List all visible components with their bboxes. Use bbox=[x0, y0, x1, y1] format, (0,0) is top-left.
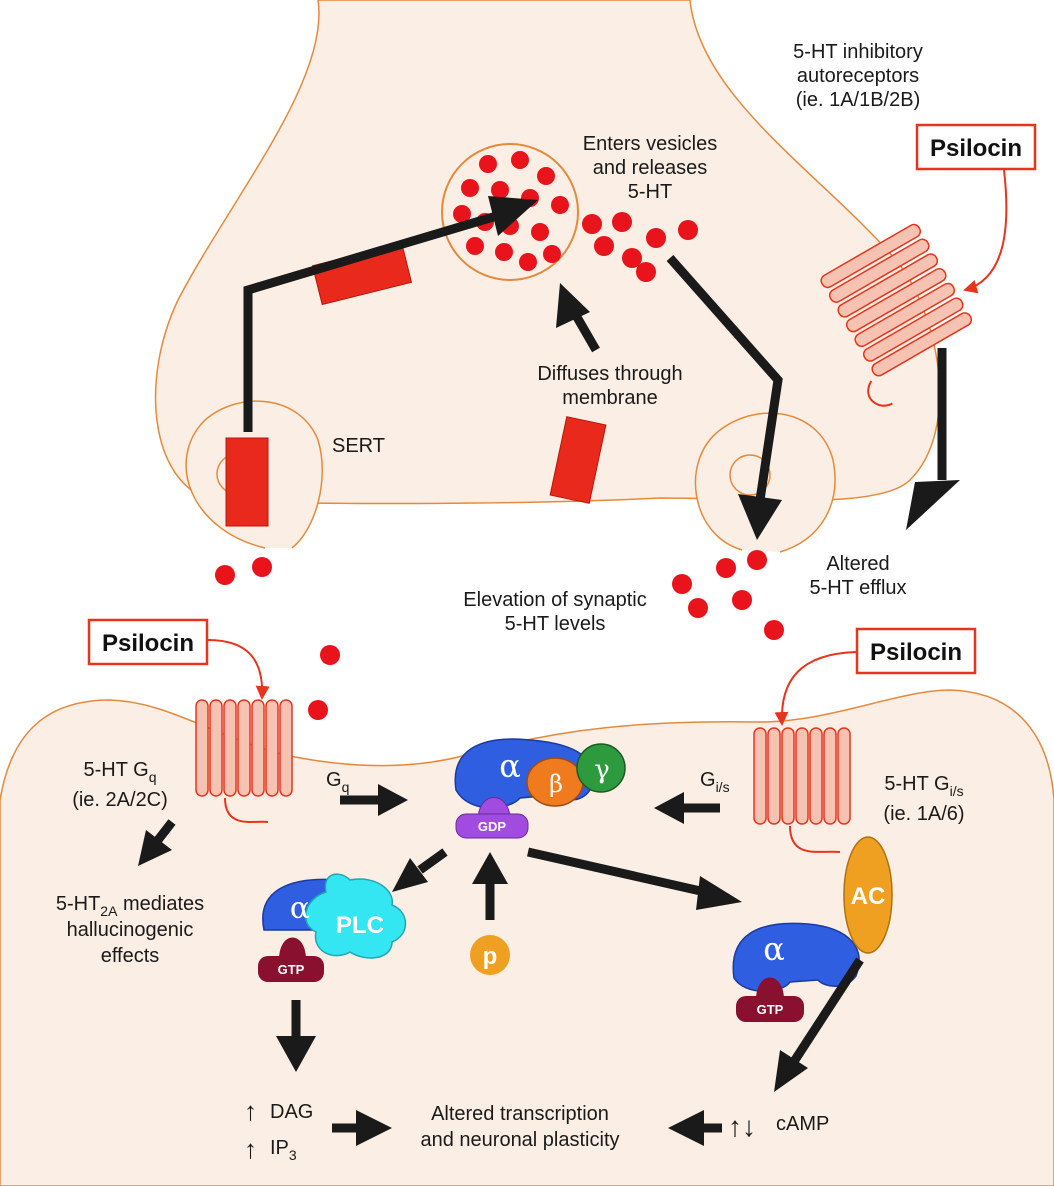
sert-transporter-pocket-left bbox=[185, 400, 323, 549]
hallucinogenic-line2: hallucinogenic bbox=[67, 919, 194, 941]
gamma-label: γ bbox=[594, 755, 610, 785]
ac-label: AC bbox=[851, 883, 886, 910]
label-dag-ip3: ↑ DAG ↑ IP3 bbox=[244, 1096, 313, 1164]
label-vesicles: Enters vesicles and releases 5-HT bbox=[583, 133, 718, 203]
hallucinogenic-line3: effects bbox=[101, 945, 160, 967]
vesicles-line1: Enters vesicles bbox=[583, 133, 718, 155]
ip3-main: IP bbox=[270, 1137, 289, 1159]
psilocin-label-top: Psilocin bbox=[930, 135, 1022, 162]
ip3-sub: 3 bbox=[289, 1147, 297, 1163]
inhibitory-autoreceptor bbox=[820, 223, 973, 407]
label-altered-efflux: Altered 5-HT efflux bbox=[809, 553, 906, 599]
label-transcription: Altered transcription and neuronal plast… bbox=[420, 1103, 619, 1151]
transcription-line2: and neuronal plasticity bbox=[420, 1129, 619, 1151]
autoreceptors-line3: (ie. 1A/1B/2B) bbox=[796, 89, 921, 111]
released-serotonin bbox=[582, 212, 698, 282]
altered-efflux-line1: Altered bbox=[826, 553, 889, 575]
label-gq-receptor: 5-HT Gq (ie. 2A/2C) bbox=[72, 759, 168, 811]
psilocin-arrow-top bbox=[963, 169, 1008, 294]
psilocin-arrow-left bbox=[207, 639, 270, 700]
camp-label: cAMP bbox=[776, 1113, 829, 1135]
label-camp: ↑↓ cAMP bbox=[728, 1111, 829, 1142]
alpha-label-center: α bbox=[499, 747, 521, 785]
psilocin-label-right: Psilocin bbox=[870, 639, 962, 666]
svg-text:5-HT2A mediates: 5-HT2A mediates bbox=[56, 893, 204, 919]
gtp-label-left: GTP bbox=[278, 962, 305, 977]
psilocin-arrow-right bbox=[774, 651, 857, 726]
gq-receptor-main: 5-HT G bbox=[84, 759, 149, 781]
gdp-label: GDP bbox=[478, 819, 507, 834]
presynaptic-arrowheads bbox=[488, 196, 960, 540]
label-gq-arrow: Gq bbox=[326, 769, 349, 795]
psilocin-box-left: Psilocin bbox=[87, 618, 209, 666]
autoreceptors-line1: 5-HT inhibitory bbox=[793, 41, 923, 63]
gis-receptor-types: (ie. 1A/6) bbox=[883, 803, 964, 825]
label-autoreceptors: 5-HT inhibitory autoreceptors (ie. 1A/1B… bbox=[793, 41, 923, 111]
svg-text:IP3: IP3 bbox=[270, 1137, 297, 1163]
postsynaptic-arrow-shafts bbox=[154, 795, 864, 1133]
postsynaptic-arrowheads bbox=[138, 784, 808, 1146]
altered-efflux-line2: 5-HT efflux bbox=[809, 577, 906, 599]
gis-receptor-sub: i/s bbox=[950, 783, 964, 799]
autoreceptors-line2: autoreceptors bbox=[797, 65, 919, 87]
presynaptic-arrows bbox=[243, 207, 947, 501]
membrane-transporter bbox=[549, 416, 607, 504]
ip3-up-arrow: ↑ bbox=[244, 1134, 257, 1164]
label-gis-receptor: 5-HT Gi/s (ie. 1A/6) bbox=[883, 773, 964, 825]
svg-text:5-HT Gi/s: 5-HT Gi/s bbox=[884, 773, 963, 799]
psilocin-box-right: Psilocin bbox=[855, 627, 977, 675]
label-elevation: Elevation of synaptic 5-HT levels bbox=[463, 589, 646, 635]
diffuses-line2: membrane bbox=[562, 387, 658, 409]
dag-up-arrow: ↑ bbox=[244, 1096, 257, 1126]
gq-receptor bbox=[195, 699, 293, 823]
g-protein-heterotrimer: α β γ GDP bbox=[454, 738, 626, 839]
psilocin-label-left: Psilocin bbox=[102, 630, 194, 657]
vesicles-line3: 5-HT bbox=[628, 181, 672, 203]
elevation-line2: 5-HT levels bbox=[505, 613, 606, 635]
synaptic-serotonin bbox=[215, 550, 784, 720]
gtp-label-right: GTP bbox=[757, 1002, 784, 1017]
label-diffuses: Diffuses through membrane bbox=[537, 363, 682, 409]
gq-receptor-types: (ie. 2A/2C) bbox=[72, 789, 168, 811]
alpha-label-ac: α bbox=[763, 930, 785, 968]
camp-updown-arrow: ↑↓ bbox=[728, 1111, 756, 1142]
elevation-line1: Elevation of synaptic bbox=[463, 589, 646, 611]
p-label: p bbox=[483, 943, 498, 970]
transcription-line1: Altered transcription bbox=[431, 1103, 609, 1125]
alpha-label-plc: α bbox=[290, 891, 310, 926]
gis-receptor bbox=[753, 727, 851, 853]
alpha-plc-complex: α PLC GTP bbox=[258, 873, 407, 982]
alpha-ac-complex: α AC GTP bbox=[732, 836, 893, 1022]
gis-receptor-main: 5-HT G bbox=[884, 773, 949, 795]
psilocin-box-top: Psilocin bbox=[915, 123, 1037, 171]
label-hallucinogenic: 5-HT2A mediates hallucinogenic effects bbox=[56, 893, 204, 967]
phosphate-circle: p bbox=[470, 935, 510, 975]
dag-label: DAG bbox=[270, 1101, 313, 1123]
diffuses-line1: Diffuses through bbox=[537, 363, 682, 385]
label-gis-arrow: Gi/s bbox=[700, 769, 730, 795]
svg-text:5-HT Gq: 5-HT Gq bbox=[84, 759, 157, 785]
plc-label: PLC bbox=[336, 912, 384, 939]
beta-label: β bbox=[549, 770, 563, 798]
vesicles-line2: and releases bbox=[593, 157, 708, 179]
label-sert: SERT bbox=[332, 435, 385, 457]
gq-receptor-sub: q bbox=[149, 769, 157, 785]
